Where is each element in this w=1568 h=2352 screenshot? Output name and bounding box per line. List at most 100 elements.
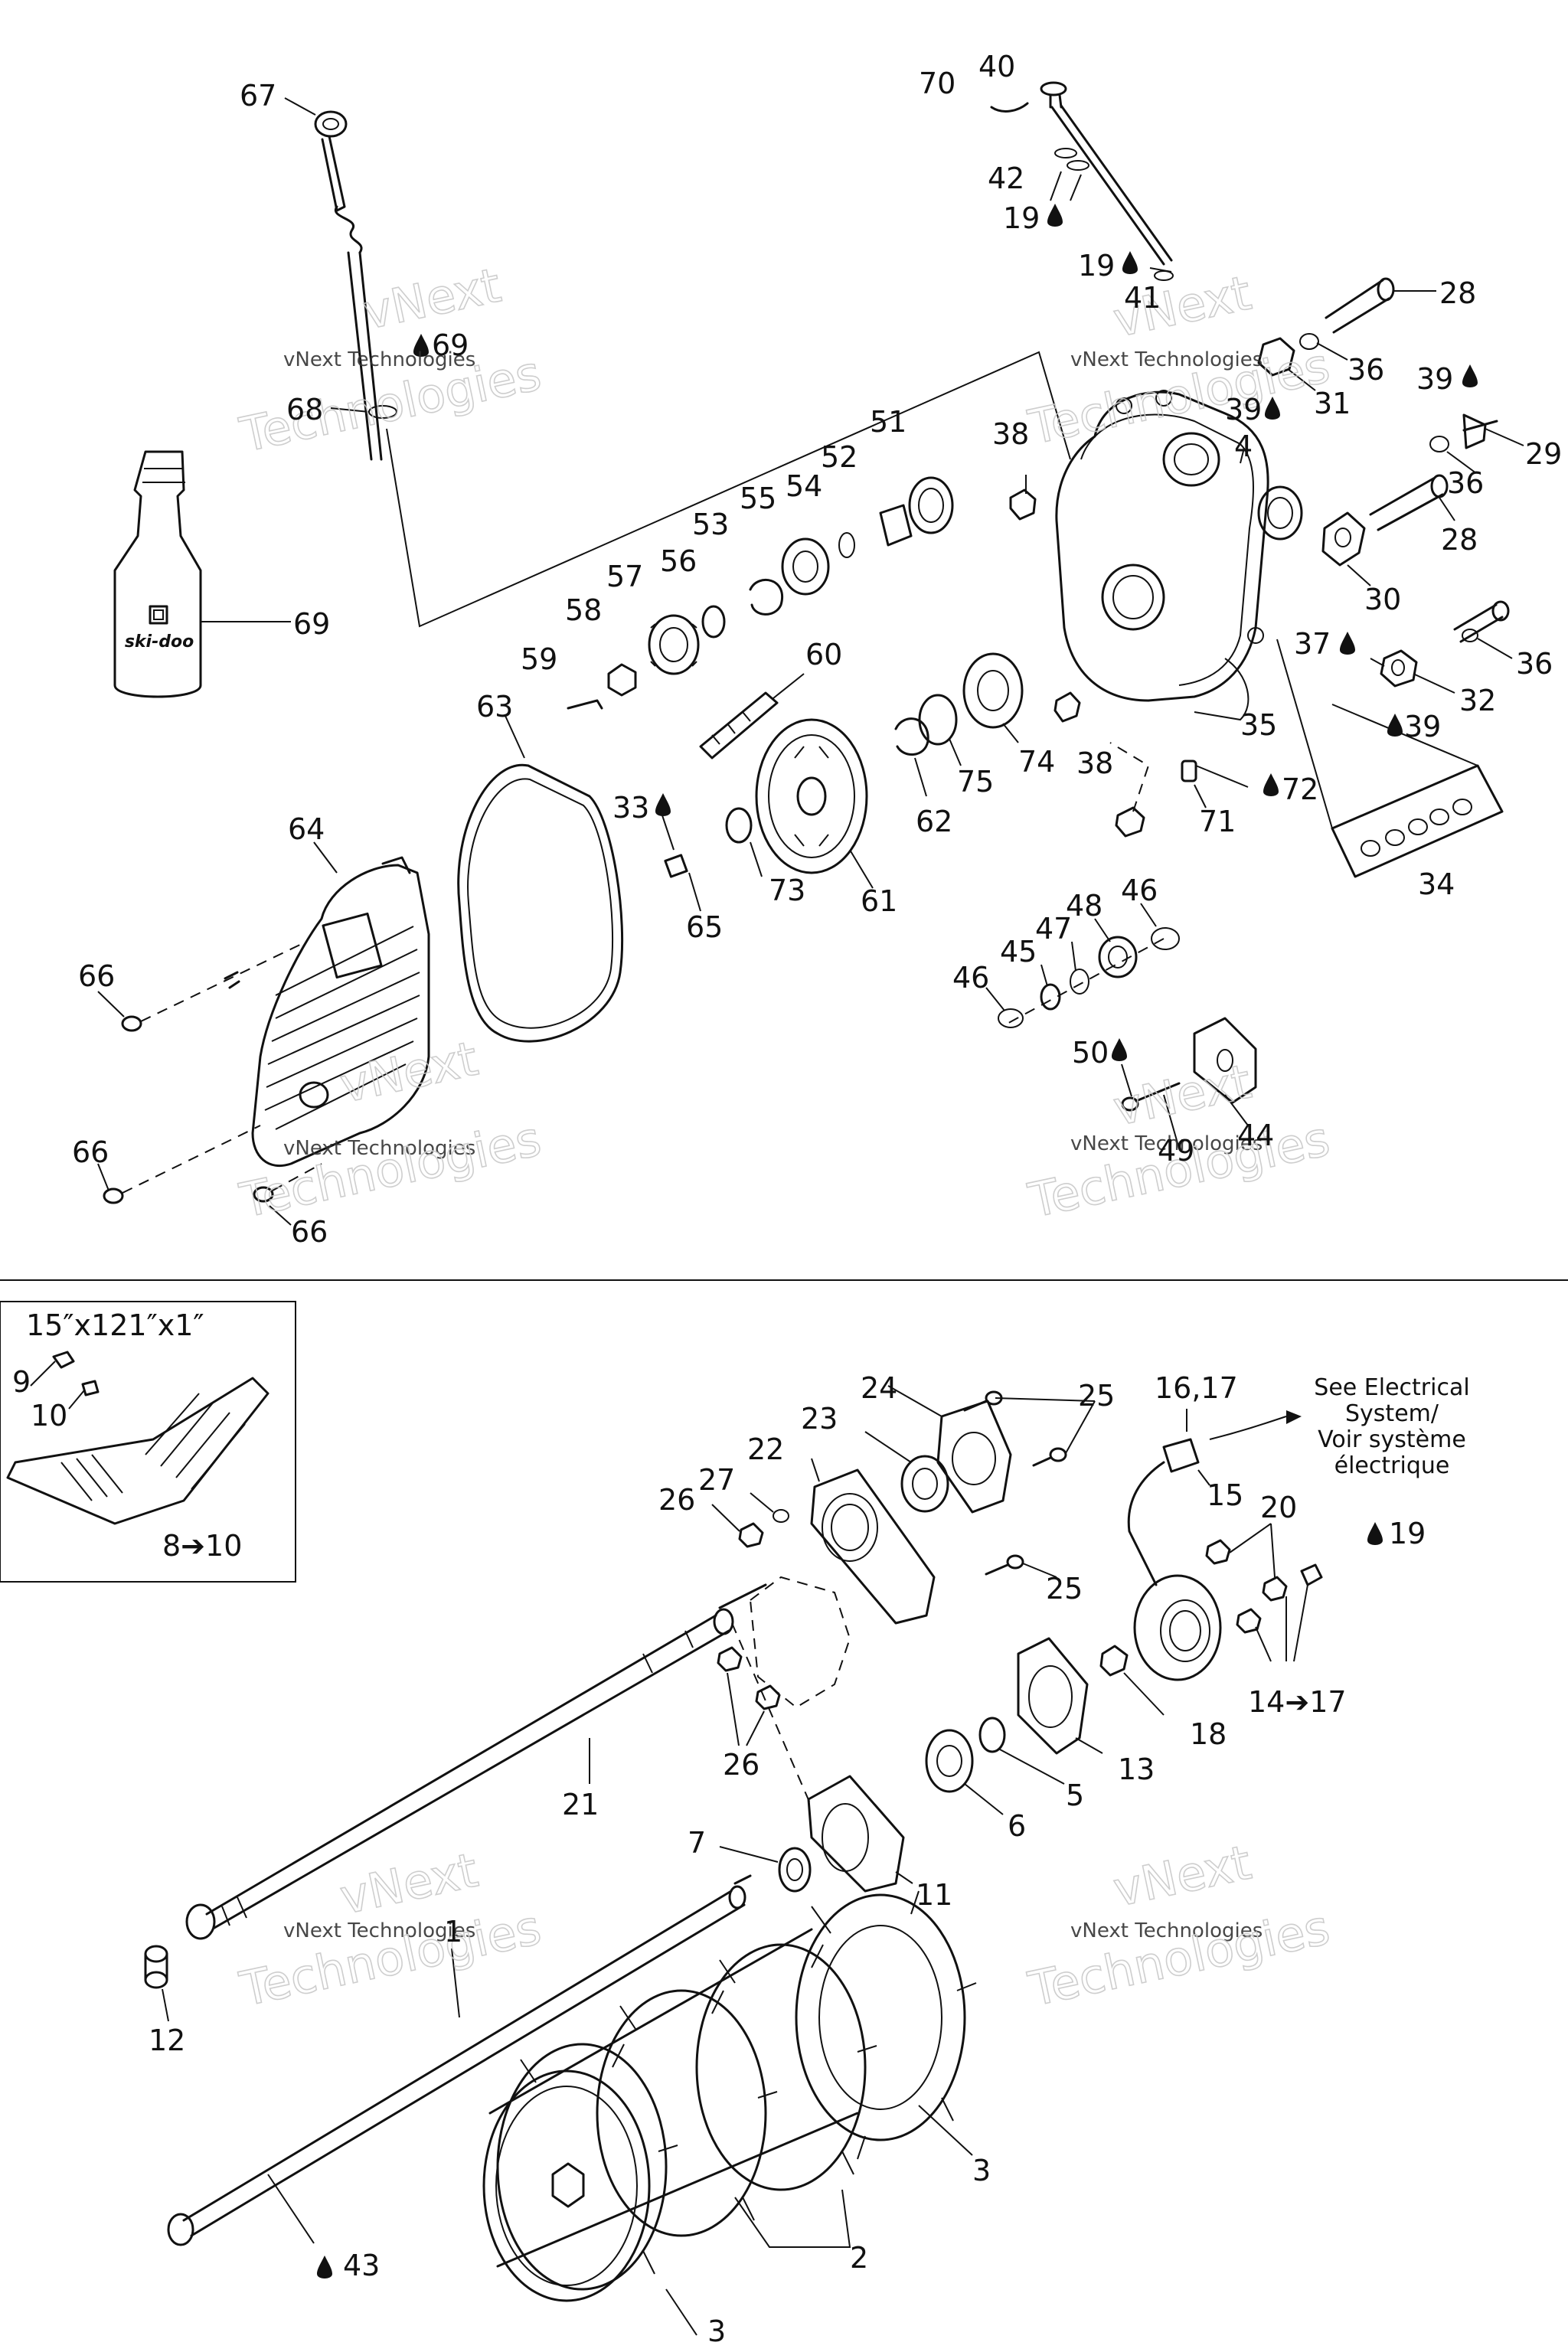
- callout-3: 3: [972, 2154, 991, 2187]
- callout-74: 74: [1018, 745, 1055, 779]
- electrical-note-line4: électrique: [1334, 1452, 1450, 1479]
- bolt-part-28: [1325, 277, 1395, 334]
- callout-38: 38: [1076, 746, 1113, 780]
- callout-9: 9: [12, 1365, 31, 1399]
- callout-56: 56: [660, 544, 697, 578]
- drive-sprocket-part-3a: [795, 1890, 977, 2160]
- leader-68: [330, 407, 370, 413]
- callout-65: 65: [686, 910, 723, 944]
- plate-part-13: [1017, 1637, 1089, 1755]
- dipstick-part-67: [314, 110, 397, 461]
- clip-part-70: [990, 102, 1029, 113]
- callout-34: 34: [1418, 867, 1455, 901]
- callout-25: 25: [1046, 1572, 1083, 1606]
- svg-text:Technologies: Technologies: [1024, 1110, 1334, 1228]
- washer-part-36: [1299, 333, 1319, 350]
- callout-51: 51: [870, 405, 906, 439]
- callout-66: 66: [78, 959, 115, 993]
- oil-drop-icon: [413, 204, 1478, 1061]
- callout-46: 46: [1121, 874, 1158, 907]
- callout-38: 38: [992, 417, 1029, 451]
- spacer-part-30: [1321, 511, 1366, 567]
- spacer-part-73: [725, 807, 753, 844]
- callout-36: 36: [1348, 353, 1384, 387]
- spacer-part-47: [1070, 969, 1089, 995]
- bolt-part-66a: [121, 941, 307, 1032]
- callout-52: 52: [821, 440, 858, 474]
- callout-12: 12: [149, 2024, 185, 2057]
- callout-69: 69: [432, 328, 469, 362]
- bolt-part-65: [664, 854, 688, 878]
- electrical-note-line1: See Electrical: [1314, 1374, 1469, 1401]
- callout-22: 22: [747, 1432, 784, 1466]
- callout-57: 57: [606, 560, 643, 593]
- callout-30: 30: [1364, 583, 1401, 616]
- bolt-part-66b: [103, 1125, 261, 1204]
- callout-27: 27: [698, 1463, 735, 1497]
- callout-66: 66: [72, 1135, 109, 1169]
- bottle-logo: ski-doo: [125, 632, 194, 652]
- bolt-part-18: [1099, 1645, 1129, 1677]
- speed-sensor-part-16: [1127, 1438, 1200, 1586]
- callout-35: 35: [1240, 708, 1277, 742]
- sensor-ring-part-14: [1133, 1574, 1222, 1681]
- callout-31: 31: [1314, 387, 1351, 420]
- chain-part-60: [699, 691, 779, 760]
- callout-13: 13: [1118, 1753, 1155, 1786]
- callout-39: 39: [1225, 393, 1262, 426]
- callout-21: 21: [562, 1788, 599, 1821]
- callout-55: 55: [740, 482, 776, 515]
- svg-text:Technologies: Technologies: [1024, 1899, 1334, 2017]
- seal-part-4: [1257, 485, 1303, 541]
- cap-part-12: [144, 1945, 168, 1989]
- nut-part-26c: [755, 1684, 781, 1710]
- svg-text:vNext Technologies: vNext Technologies: [283, 348, 475, 371]
- callout-25: 25: [1078, 1379, 1115, 1413]
- svg-text:vNext Technologies: vNext Technologies: [1070, 348, 1263, 371]
- bolt-part-25c: [985, 1554, 1024, 1576]
- svg-text:vNext: vNext: [1109, 1054, 1256, 1137]
- electrical-note-line2: System/: [1345, 1400, 1439, 1427]
- bolt-part-25a: [963, 1390, 1003, 1412]
- callout-73: 73: [769, 874, 805, 907]
- callout-41: 41: [1124, 281, 1161, 315]
- washer-part-7: [778, 1847, 812, 1893]
- cover-part-64: [251, 856, 430, 1168]
- callout-2: 2: [850, 2241, 868, 2275]
- spacer-part-52: [879, 504, 913, 547]
- callout-32: 32: [1459, 684, 1496, 717]
- gasket-part-63: [457, 763, 624, 1043]
- callout-49: 49: [1158, 1134, 1194, 1168]
- callout-20: 20: [1260, 1491, 1297, 1524]
- callout-3: 3: [707, 2314, 726, 2348]
- bushing-part-45: [1040, 983, 1061, 1011]
- callout-39: 39: [1404, 710, 1441, 743]
- callout-70: 70: [919, 67, 956, 100]
- callout-6: 6: [1008, 1809, 1026, 1843]
- callout-47: 47: [1035, 912, 1072, 946]
- callout-66: 66: [291, 1215, 328, 1249]
- bearing-part-48: [1098, 936, 1138, 978]
- callout-24: 24: [861, 1371, 897, 1405]
- drive-sprocket-part-2a: [695, 1943, 877, 2191]
- bearing-part-23: [900, 1455, 949, 1513]
- bearing-plate-part-24: [936, 1400, 1012, 1514]
- callout-19: 19: [1078, 249, 1115, 283]
- nut-part-20b: [1262, 1576, 1288, 1602]
- callout-14-to-17: 14➔17: [1248, 1685, 1347, 1719]
- chaincase-housing-part-35: [1055, 390, 1269, 721]
- svg-text:vNext: vNext: [335, 1842, 482, 1926]
- callout-71: 71: [1199, 805, 1236, 838]
- nut-part-31: [1257, 337, 1295, 377]
- track-clip-part-9: [52, 1351, 75, 1369]
- drive-sprocket-part-3b: [496, 2043, 678, 2291]
- svg-text:vNext Technologies: vNext Technologies: [283, 1137, 475, 1160]
- callout-37: 37: [1294, 627, 1331, 661]
- callout-33: 33: [612, 791, 649, 825]
- callout-72: 72: [1282, 773, 1318, 806]
- callout-75: 75: [957, 765, 994, 799]
- callout-40: 40: [978, 50, 1015, 83]
- bolt-part-49: [1121, 1082, 1181, 1112]
- callout-54: 54: [786, 469, 822, 503]
- oil-bottle-part-69: ski-doo: [113, 450, 202, 698]
